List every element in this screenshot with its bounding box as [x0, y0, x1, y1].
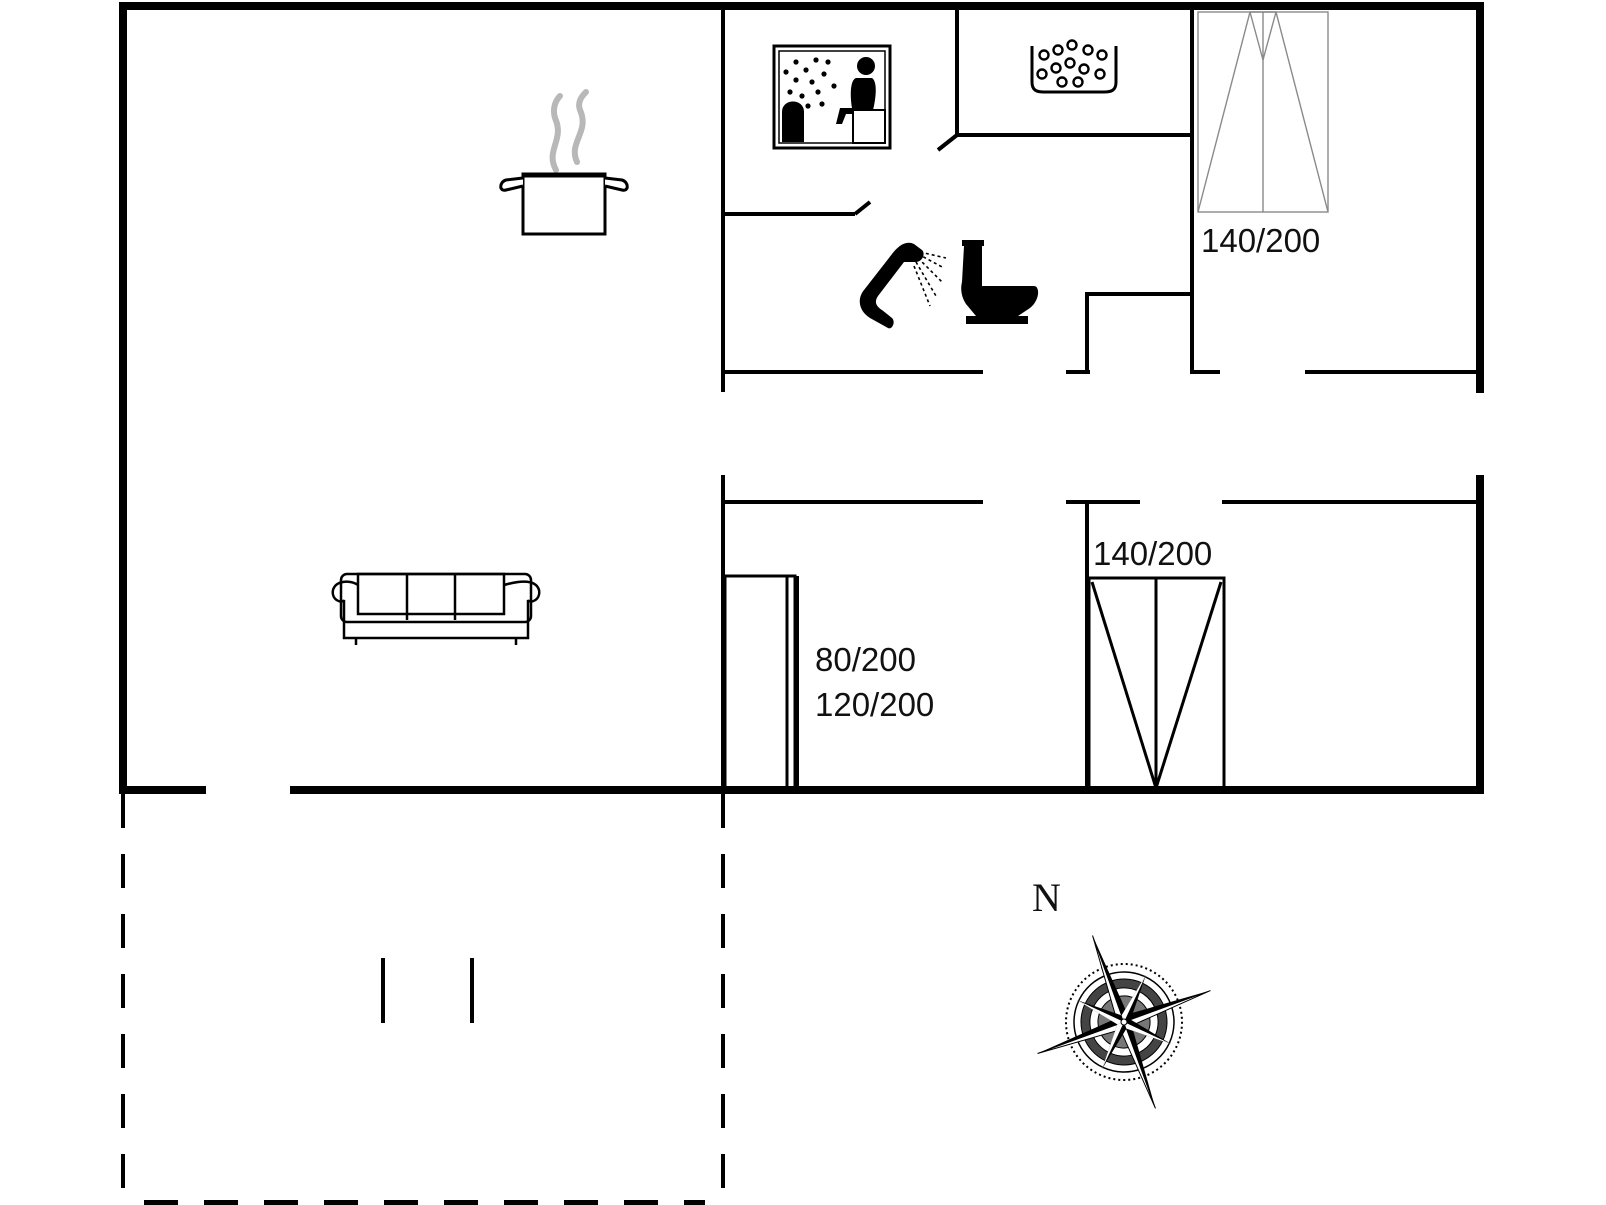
- bed-label-bunk-bottom: 120/200: [815, 686, 934, 723]
- sofa-icon: [331, 572, 541, 645]
- toilet-icon: [961, 240, 1039, 324]
- compass-rose-icon: [1037, 935, 1211, 1109]
- shower-icon: [859, 242, 947, 329]
- whirlpool-icon: [1030, 39, 1118, 94]
- wall-bath-inner-angle: [853, 200, 872, 216]
- interior-walls: [721, 10, 1480, 790]
- bed-label-bunk-top: 80/200: [815, 641, 916, 678]
- wall-sauna-door-stub: [936, 133, 959, 152]
- bed-bunk: [723, 574, 799, 790]
- kitchen-pot-icon: [499, 89, 629, 236]
- outer-walls: [119, 2, 1484, 794]
- terrace-outline: [121, 794, 725, 1205]
- sauna-icon: [772, 44, 892, 150]
- bed-label-top-right: 140/200: [1201, 222, 1320, 259]
- compass-north-label: N: [1032, 875, 1061, 920]
- bed-top-right: [1197, 11, 1329, 213]
- bed-label-bottom-right: 140/200: [1093, 535, 1212, 572]
- bed-bottom-right: [1087, 576, 1226, 790]
